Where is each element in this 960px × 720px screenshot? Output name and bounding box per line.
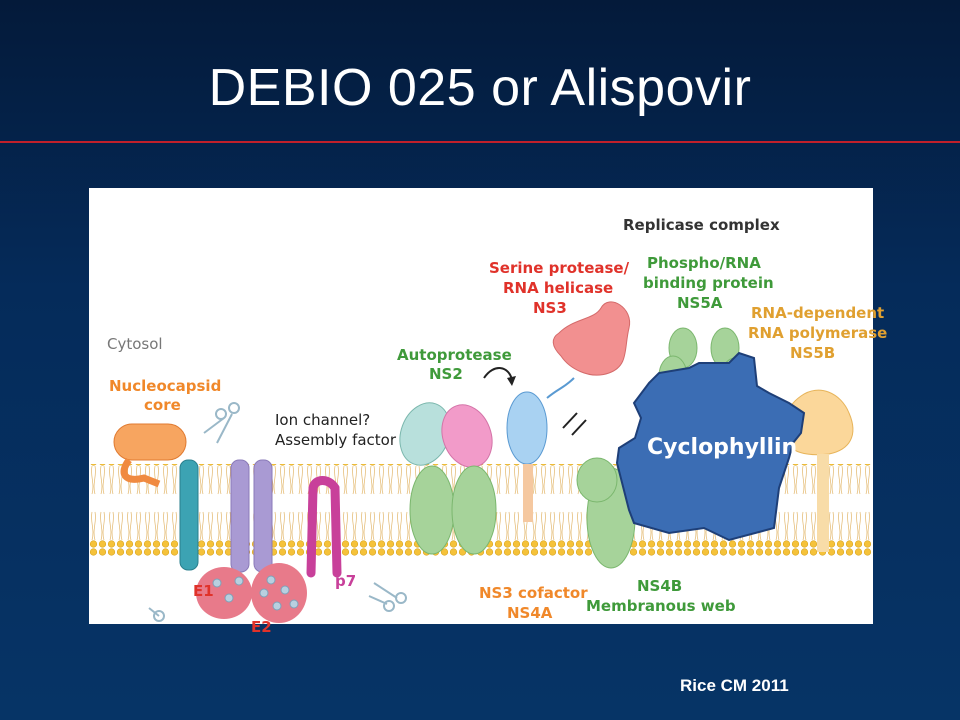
ns4b-domain xyxy=(576,457,618,503)
ns5b-anchor xyxy=(817,454,829,552)
e1-label: E1 xyxy=(193,582,214,600)
phospho-label: Phospho/RNA xyxy=(647,254,761,272)
e2-ectodomain xyxy=(251,563,307,623)
citation: Rice CM 2011 xyxy=(680,676,789,695)
cleavage-arrow xyxy=(483,367,513,381)
ns4b-label: Membranous web xyxy=(586,597,736,615)
cytosol-label: Cytosol xyxy=(107,335,163,353)
rdrp-label: RNA polymerase xyxy=(748,324,887,342)
ns2-domain-right xyxy=(441,404,493,468)
rdrp-label: RNA-dependent xyxy=(751,304,884,322)
hcv-membrane-diagram: Cytosol Nucleocapsid core Ion channel? A… xyxy=(89,188,887,636)
phospho-label: NS5A xyxy=(677,294,723,312)
ns4a-anchor xyxy=(523,464,533,522)
serine-protease-label: RNA helicase xyxy=(503,279,613,297)
serine-protease-label: Serine protease/ xyxy=(489,259,630,277)
e1-protein-helix xyxy=(179,459,199,571)
ns2-membrane-domain xyxy=(451,465,497,555)
serine-protease-label: NS3 xyxy=(533,299,567,317)
e2-protein-helix xyxy=(253,459,273,573)
scissors-icon xyxy=(203,402,240,444)
p7-label: p7 xyxy=(335,572,356,590)
autoprotease-label: NS2 xyxy=(429,365,463,383)
replicase-complex-label: Replicase complex xyxy=(623,216,780,234)
ns3-protease-domain xyxy=(506,391,548,465)
ion-channel-label: Ion channel? xyxy=(275,411,370,429)
nucleocapsid-label: Nucleocapsid xyxy=(109,377,221,395)
cyclophyllin-shape xyxy=(615,351,806,542)
autoprotease-label: Autoprotease xyxy=(397,346,512,364)
scissors-icon xyxy=(148,607,165,622)
nucleocapsid-core xyxy=(113,423,187,461)
rdrp-label: NS5B xyxy=(790,344,835,362)
e2-label: E2 xyxy=(251,618,272,636)
title-divider xyxy=(0,141,960,143)
cleavage-arrow xyxy=(562,412,587,436)
ns4b-label: NS4B xyxy=(637,577,682,595)
e2-protein-helix xyxy=(230,459,250,573)
ns3-helicase-domain xyxy=(552,301,631,376)
scissors-icon xyxy=(368,582,407,612)
ns2-membrane-domain xyxy=(409,465,455,555)
p7-protein xyxy=(306,476,342,578)
phospho-label: binding protein xyxy=(643,274,774,292)
cyclophyllin-label: Cyclophyllin xyxy=(647,435,797,460)
ns4a-label: NS4A xyxy=(507,604,553,622)
ion-channel-label: Assembly factor xyxy=(275,431,397,449)
ns4a-label: NS3 cofactor xyxy=(479,584,588,602)
nucleocapsid-label: core xyxy=(144,396,181,414)
slide-title: DEBIO 025 or Alispovir xyxy=(208,59,752,117)
